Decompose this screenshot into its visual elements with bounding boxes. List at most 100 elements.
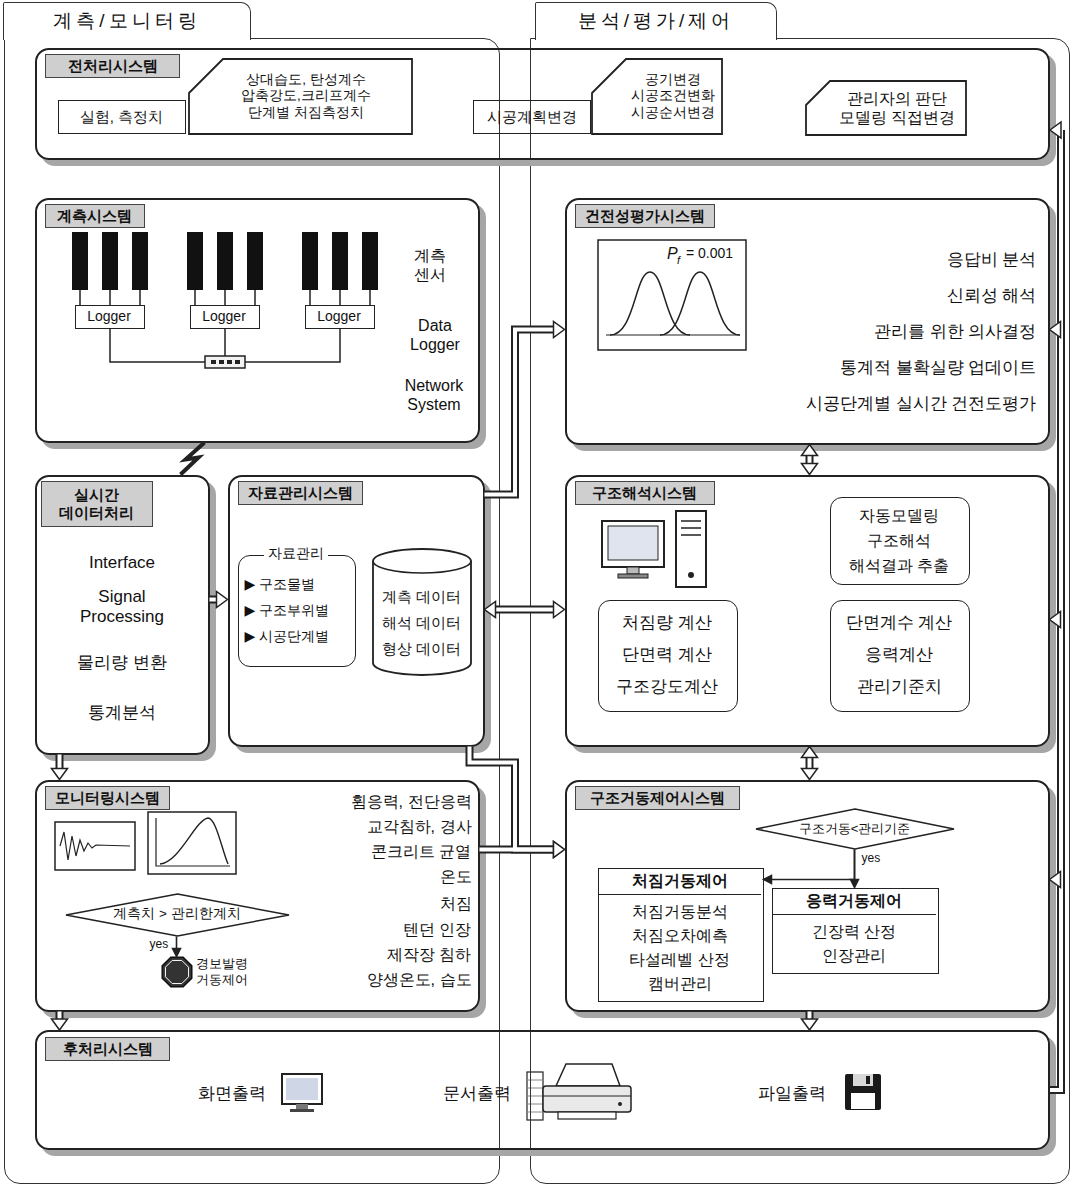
- flow-arrow: [772, 850, 855, 880]
- text-slot: ▶ 구조부위별: [245, 602, 349, 619]
- hub-ports: [211, 360, 240, 364]
- branch-label: yes: [149, 938, 170, 951]
- measured-item: 제작장 침하: [387, 945, 471, 964]
- network-label: Network System: [392, 376, 476, 414]
- floppy-shutter: [853, 1074, 873, 1086]
- flow-arrow-core: [1050, 330, 1061, 1091]
- system-box: 건전성평가시스템응답비 분석신뢰성 해석관리를 위한 의사결정통계적 불확실량 …: [565, 198, 1050, 445]
- text-slot: yes: [149, 938, 189, 951]
- text-slot: 타설레벨 산정: [599, 950, 761, 969]
- sensor-bar: [332, 232, 348, 290]
- measured-item: 양생온도, 습도: [367, 970, 472, 989]
- cylinder-rim: [373, 561, 471, 573]
- arrowhead: [802, 769, 818, 780]
- evaluation-item: 응답비 분석: [947, 250, 1037, 270]
- flow-arrow-core: [58, 755, 62, 769]
- flow-arrow: [1050, 330, 1061, 1091]
- input-outline: [806, 81, 966, 135]
- arrowhead: [554, 602, 565, 618]
- analysis-box: 처짐량 계산단면력 계산구조강도계산: [598, 600, 738, 712]
- text-slot: 자료관리시스템: [238, 481, 363, 505]
- input-text: 실험, 측정치: [80, 108, 163, 126]
- probability-value: = 0.001: [686, 245, 733, 262]
- measured-item: 교각침하, 경사: [367, 817, 472, 836]
- input-outline: [592, 59, 722, 134]
- signal-trace: [60, 832, 130, 860]
- system-title: 모니터링시스템: [45, 786, 170, 810]
- database-cylinder: 계측 데이터해석 데이터형상 데이터: [372, 548, 472, 676]
- logger-box: Logger: [305, 305, 375, 329]
- screen-icon-base: [290, 1109, 314, 1112]
- text-slot: 분석/평가/제어: [535, 2, 777, 40]
- text-slot: 계측치 > 관리한계치: [65, 893, 290, 937]
- control-box: 응력거동제어긴장력 산정인장관리: [772, 888, 939, 974]
- text-slot: 경보발령 거동제어: [196, 955, 264, 989]
- text-slot: f: [677, 254, 687, 267]
- measured-item: 온도: [440, 867, 472, 886]
- pent-outline: [805, 80, 967, 136]
- flow-arrow: [496, 606, 554, 614]
- flow-arrow-core: [808, 758, 812, 769]
- text-slot: 처짐오차예측: [599, 926, 761, 945]
- analysis-step: 단면력 계산: [622, 645, 712, 665]
- input-text: 시공계획변경: [487, 108, 577, 126]
- evaluation-item: 신뢰성 해석: [947, 286, 1037, 306]
- control-step: 처짐거동분석: [632, 902, 728, 921]
- arrowhead: [764, 876, 772, 884]
- arrowhead: [554, 842, 565, 858]
- connector-outlines: [60, 130, 1062, 1090]
- text-slot: 긴장력 산정: [773, 922, 936, 941]
- flow-arrow-core: [496, 608, 554, 612]
- printer-light: [618, 1102, 622, 1106]
- process-step: Signal Processing: [67, 587, 178, 628]
- logger-label: Logger: [317, 308, 361, 325]
- flow-arrow: [480, 846, 554, 854]
- text-slot: 실험, 측정치: [59, 101, 184, 132]
- logger-box: Logger: [190, 305, 260, 329]
- flow-arrow: [56, 1012, 64, 1020]
- system-box: 구조거동<관리기준처짐거동제어처짐거동분석처짐오차예측타설레벨 산정캠버관리응력…: [565, 780, 1050, 1012]
- input-text: 상대습도, 탄성계수 압축강도,크리프계수 단계별 처짐측정치: [236, 72, 376, 121]
- process-step: Interface: [89, 553, 155, 573]
- screen-icon-display: [286, 1078, 318, 1100]
- arrowhead: [802, 1019, 818, 1030]
- arrowhead: [1050, 612, 1061, 628]
- text-slot: 구조해석: [831, 531, 968, 550]
- control-title: 응력거동제어: [773, 889, 936, 915]
- sensor-bar: [247, 232, 263, 290]
- analysis-box: 자동모델링구조해석해석결과 추출: [830, 497, 970, 585]
- text-slot: Logger: [306, 306, 373, 327]
- text-slot: 응답비 분석: [757, 250, 1037, 270]
- evaluation-item: 통계적 불확실량 업데이트: [840, 358, 1036, 378]
- tower-button: [688, 572, 694, 578]
- flow-arrow-core: [808, 456, 812, 464]
- measured-item: 처짐: [440, 894, 472, 913]
- flow-arrow: [470, 747, 554, 850]
- flow-arrow-core: [58, 1012, 62, 1020]
- system-box: 실시간 데이터처리InterfaceSignal Processing물리량 변…: [35, 475, 210, 755]
- arrowhead: [1050, 322, 1061, 338]
- flow-arrow: [854, 850, 856, 880]
- evaluation-item: 관리를 위한 의사결정: [874, 322, 1036, 342]
- stop-sign-rim: [165, 960, 188, 983]
- flow-arrow: [806, 1012, 814, 1020]
- flow-arrow-core: [210, 598, 217, 602]
- alarm-octagon: 경보발령 거동제어: [162, 955, 267, 991]
- floppy-label: [851, 1093, 875, 1109]
- text-slot: 자동모델링: [831, 506, 968, 525]
- analysis-step: 자동모델링: [859, 506, 939, 525]
- input-box: 관리자의 판단 모델링 직접변경: [805, 80, 967, 136]
- flow-arrow: [176, 937, 178, 949]
- analysis-step: 해석결과 추출: [849, 556, 949, 575]
- text-slot: 후처리시스템: [45, 1037, 170, 1061]
- logger-label: Logger: [202, 308, 246, 325]
- text-slot: 시공계획변경: [474, 101, 589, 132]
- measured-item: 텐던 인장: [403, 920, 471, 939]
- text-slot: 콘크리트 균열: [237, 842, 472, 861]
- hub-port: [211, 360, 216, 364]
- trend-chart-axes: [156, 818, 230, 866]
- text-slot: 통계분석: [37, 703, 208, 723]
- analysis-box: 단면계수 계산응력계산관리기준치: [830, 600, 970, 712]
- analysis-step: 응력계산: [865, 645, 933, 665]
- text-slot: 관리기준치: [831, 677, 968, 697]
